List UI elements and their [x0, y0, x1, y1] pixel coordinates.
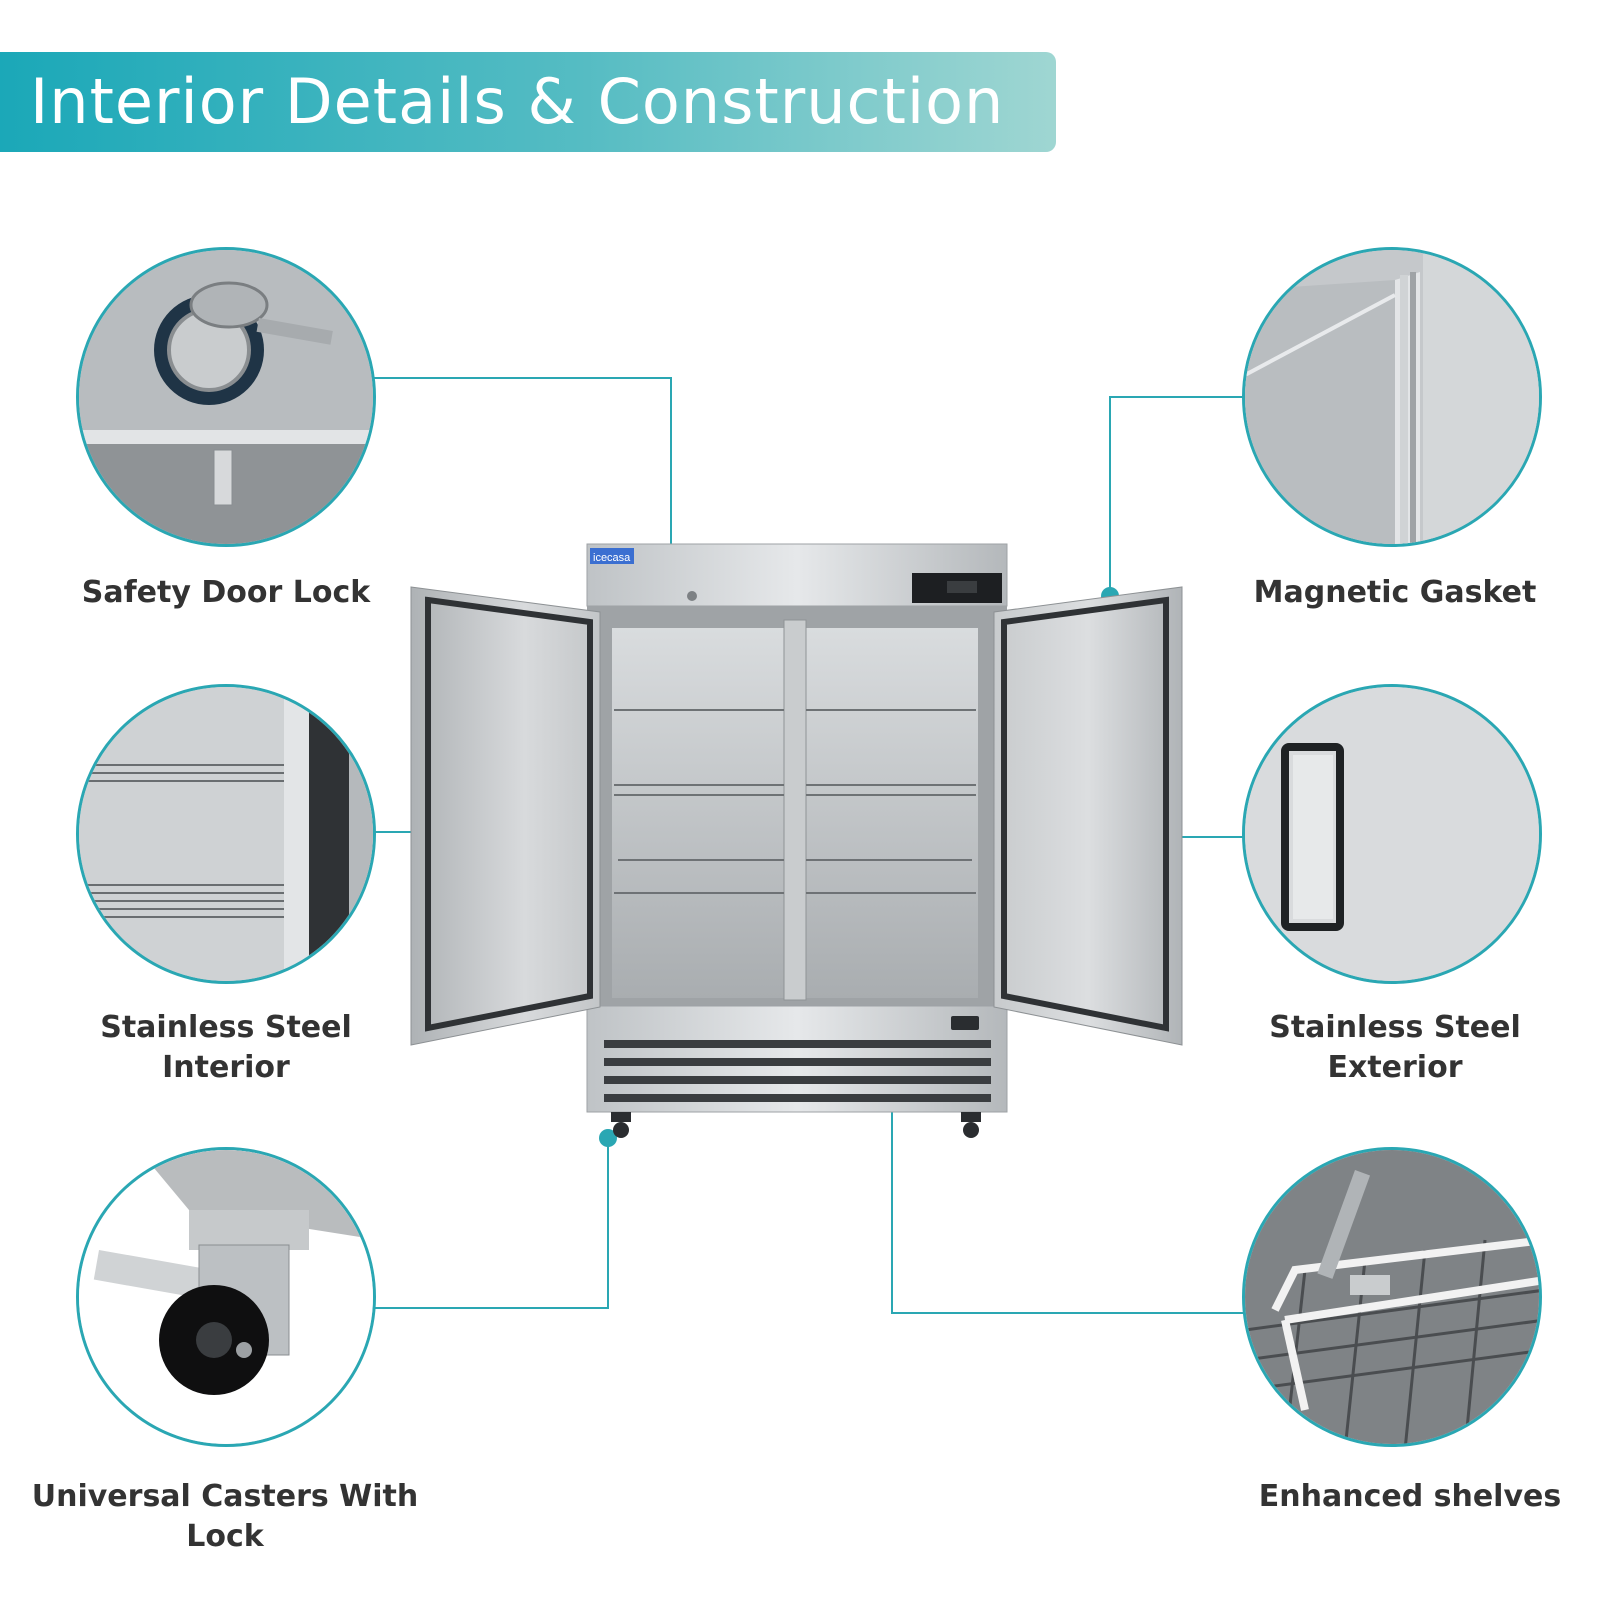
brand-badge	[590, 548, 634, 564]
interior-shelves	[614, 709, 976, 894]
left-door-gasket	[425, 596, 593, 1032]
right-door	[993, 586, 1183, 1046]
magnetic-gasket-icon	[1245, 250, 1539, 544]
lock-detail-photo	[76, 247, 376, 547]
interior-shelf-icon	[79, 687, 373, 981]
left-door	[410, 586, 601, 1046]
title-banner: Interior Details & Construction	[0, 52, 1056, 152]
interior-right	[806, 628, 978, 998]
exterior-detail-photo	[1242, 684, 1542, 984]
label-stainless-steel-exterior: Stainless Steel Exterior	[1269, 1010, 1521, 1085]
label-enhanced-shelves: Enhanced shelves	[1258, 1479, 1562, 1514]
door-lock-icon	[79, 250, 373, 544]
label-magnetic-gasket: Magnetic Gasket	[1253, 575, 1537, 610]
lock-keyhole	[687, 591, 697, 601]
casters-detail-photo	[76, 1147, 376, 1447]
right-door-gasket	[1001, 596, 1169, 1032]
callout-line-casters	[368, 1138, 609, 1309]
gasket-detail-photo	[1242, 247, 1542, 547]
vent-grille	[604, 1040, 991, 1102]
power-switch	[951, 1016, 979, 1030]
callout-line-gasket	[1109, 396, 1243, 596]
caster-wheel-icon	[79, 1150, 373, 1444]
brand-logo: icecasa	[593, 552, 631, 564]
label-safety-door-lock: Safety Door Lock	[81, 575, 371, 610]
temperature-display	[947, 581, 977, 593]
shelves-detail-photo	[1242, 1147, 1542, 1447]
interior-detail-photo	[76, 684, 376, 984]
interior-left	[612, 628, 784, 998]
door-handle-icon	[1245, 687, 1539, 981]
shelf-bracket-icon	[1245, 1150, 1539, 1444]
fridge-casters	[611, 1112, 981, 1138]
callout-dot-casters	[599, 1129, 617, 1147]
page-title: Interior Details & Construction	[30, 65, 1005, 138]
center-mullion	[783, 619, 807, 1001]
label-universal-casters: Universal Casters With Lock	[31, 1479, 419, 1554]
label-stainless-steel-interior: Stainless Steel Interior	[100, 1010, 352, 1085]
callout-line-lock	[368, 377, 672, 587]
